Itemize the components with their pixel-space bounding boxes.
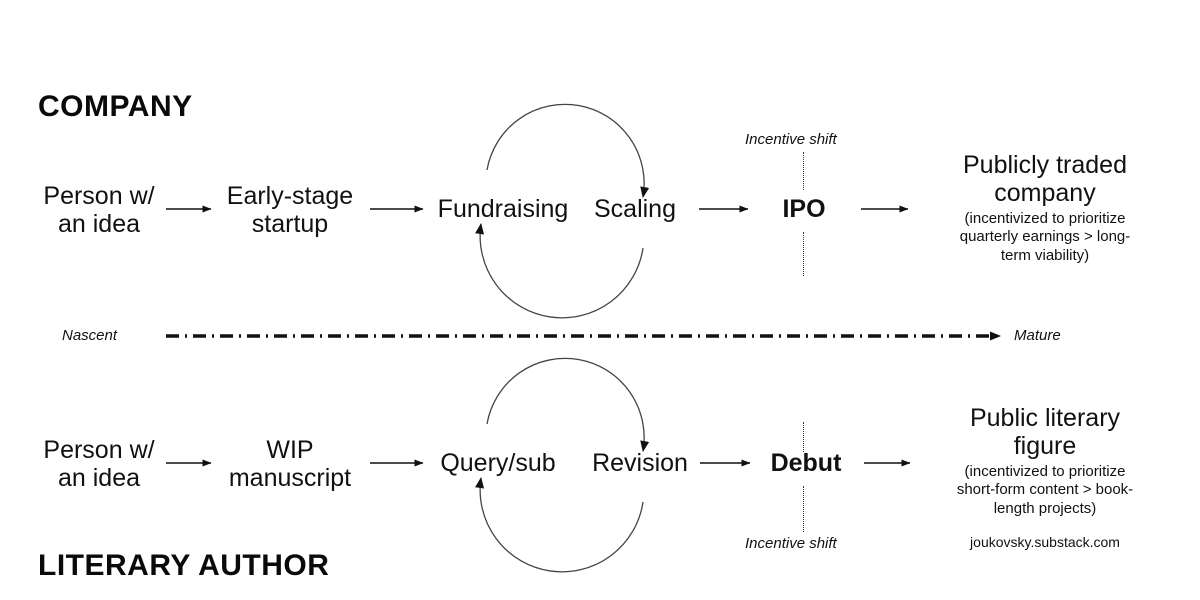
node-author-manuscript: WIP manuscript <box>228 436 352 492</box>
node-author-querysub: Query/sub <box>440 449 556 477</box>
incentive-shift-divider-company-lower <box>803 232 804 276</box>
node-company-scaling: Scaling <box>594 195 676 223</box>
incentive-shift-divider-author-lower <box>803 486 804 532</box>
section-heading-literary-author: LITERARY AUTHOR <box>38 549 330 582</box>
outcome-author-title: Public literary figure <box>969 404 1121 460</box>
outcome-author-detail: (incentivized to prioritize short-form c… <box>956 463 1134 517</box>
incentive-shift-divider-author-upper <box>803 422 804 452</box>
section-heading-company: COMPANY <box>38 90 193 123</box>
node-company-startup: Early-stage startup <box>226 182 354 238</box>
node-company-person: Person w/ an idea <box>43 182 155 238</box>
outcome-company-title: Publicly traded company <box>963 151 1127 207</box>
axis-label-nascent: Nascent <box>62 327 118 344</box>
outcome-company: Publicly traded company (incentivized to… <box>910 151 1180 265</box>
axis-label-mature: Mature <box>1014 327 1061 344</box>
credit-url: joukovsky.substack.com <box>970 534 1120 550</box>
outcome-author: Public literary figure (incentivized to … <box>910 404 1180 518</box>
node-company-ipo: IPO <box>782 195 826 223</box>
annotation-incentive-shift-company: Incentive shift <box>745 131 837 148</box>
node-company-fundraising: Fundraising <box>437 195 569 223</box>
node-author-revision: Revision <box>592 449 688 477</box>
node-author-person: Person w/ an idea <box>43 436 155 492</box>
outcome-company-detail: (incentivized to prioritize quarterly ea… <box>959 210 1131 264</box>
node-author-debut: Debut <box>770 449 842 477</box>
incentive-shift-divider-company-upper <box>803 152 804 190</box>
annotation-incentive-shift-author: Incentive shift <box>745 535 837 552</box>
